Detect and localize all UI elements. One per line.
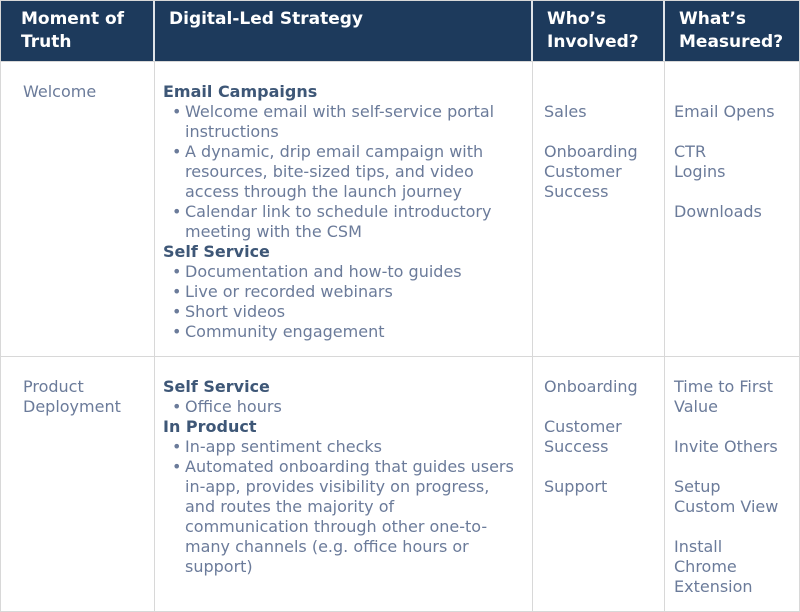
strategy-bullet-item: A dynamic, drip email campaign with reso… <box>163 142 520 202</box>
strategy-bullet-item: Short videos <box>163 302 520 322</box>
measured-item: Downloads <box>674 202 762 221</box>
strategy-bullet-item: Documentation and how-to guides <box>163 262 520 282</box>
measured-item: Invite Others <box>674 437 778 456</box>
strategy-bullet-item: Automated onboarding that guides users i… <box>163 457 520 577</box>
measured-item: Install Chrome Extension <box>674 537 753 596</box>
cell-strategy: Email CampaignsWelcome email with self-s… <box>155 62 533 356</box>
table-header-row: Moment of Truth Digital-Led Strategy Who… <box>1 1 799 61</box>
strategy-section-heading: In Product <box>163 417 257 436</box>
strategy-bullet-item: Office hours <box>163 397 520 417</box>
strategy-section-heading: Email Campaigns <box>163 82 318 101</box>
involved-item: Support <box>544 477 608 496</box>
involved-item: Customer Success <box>544 417 622 456</box>
header-moment-of-truth: Moment of Truth <box>1 1 155 61</box>
strategy-bullet-item: Live or recorded webinars <box>163 282 520 302</box>
header-whos-involved: Who’s Involved? <box>533 1 665 61</box>
header-digital-led-strategy: Digital-Led Strategy <box>155 1 533 61</box>
strategy-section-heading: Self Service <box>163 377 270 396</box>
measured-item: Setup Custom View <box>674 477 779 516</box>
cell-moment-of-truth: Product Deployment <box>1 357 155 611</box>
cell-moment-of-truth: Welcome <box>1 62 155 356</box>
involved-item: Onboarding Customer Success <box>544 142 638 201</box>
strategy-bullet-item: Calendar link to schedule introductory m… <box>163 202 520 242</box>
measured-item: Email Opens <box>674 102 775 121</box>
involved-item: Sales <box>544 102 587 121</box>
strategy-bullet-item: Community engagement <box>163 322 520 342</box>
measured-item: CTR Logins <box>674 142 726 181</box>
involved-item: Onboarding <box>544 377 638 396</box>
header-whats-measured: What’s Measured? <box>679 9 784 52</box>
strategy-bullet-item: Welcome email with self-service portal i… <box>163 102 520 142</box>
measured-item: Time to First Value <box>674 377 774 416</box>
strategy-bullet-item: In-app sentiment checks <box>163 437 520 457</box>
strategy-section-heading: Self Service <box>163 242 270 261</box>
